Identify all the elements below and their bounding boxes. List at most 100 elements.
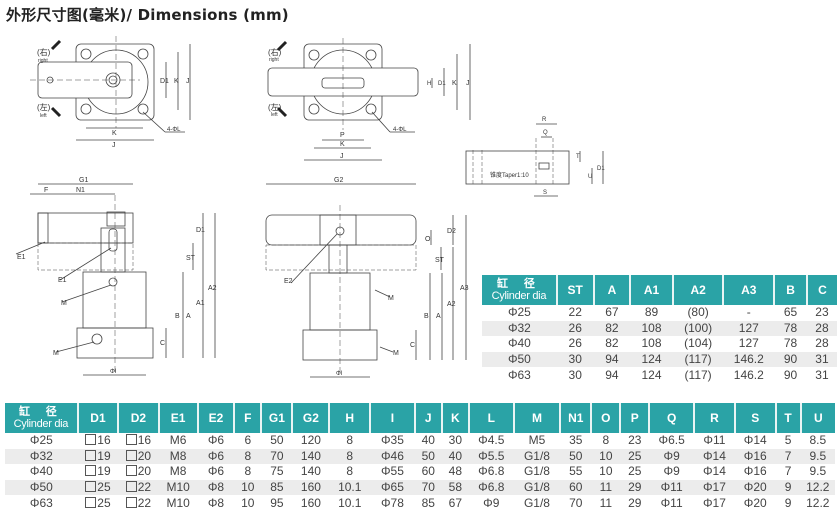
cell-o: 8 [602,433,610,448]
cell-m: M5 [528,433,546,448]
dimension-drawings: (右) right (左) left D1 K J K J 4-ΦL (右) r… [15,36,605,378]
cell-f: 10 [234,479,262,496]
left-label-en-1: left [40,113,47,119]
cell-e2: Φ8 [197,479,235,496]
dim-label: G1 [79,177,88,184]
cell-j: 85 [421,495,435,510]
cell-q: Φ9 [663,464,680,479]
cell-f: 8 [244,464,252,479]
cell-p: 29 [628,495,642,510]
column-header: R [694,403,736,433]
cell-m: G1/8 [513,448,561,465]
cell-k: 40 [441,448,469,465]
cell-t: 7 [784,464,792,479]
cell-t: 9 [775,479,801,496]
dim-label: H [427,81,431,87]
cell-value: 22 [137,480,152,495]
square-section-icon [85,449,97,461]
column-header: A1 [630,275,674,305]
cell-m: G1/8 [523,495,550,510]
cell-d1: 19 [78,464,118,480]
dim-label: S [543,190,547,196]
dim-label: A [436,313,441,320]
cell-a1: 89 [644,305,659,320]
cell-a3: 127 [723,320,775,337]
cell-cylinder-dia: Φ50 [482,351,557,368]
dim-label: A3 [460,285,469,292]
dim-label: A1 [196,300,205,307]
cell-d1: 16 [78,433,118,449]
right-label-cn-1: (右) [37,47,51,57]
dim-label: K [452,80,457,87]
side-view-left [15,183,216,376]
cell-cylinder-dia: Φ40 [29,464,53,479]
cell-u: 9.5 [809,464,827,479]
header-cylinder-dia: 缸 径 Cylinder dia [482,275,558,305]
left-label-cn-2: (左) [268,102,282,112]
dim-label: M [61,300,67,307]
cell-t: 9 [784,495,792,510]
cell-s: Φ20 [734,479,776,496]
cell-n1: 55 [569,464,583,479]
cell-e1: M8 [169,464,187,479]
cell-s: Φ20 [743,495,767,510]
dim-label: Q [543,130,548,136]
dim-label: A2 [208,285,217,292]
cell-h: 8 [329,448,371,465]
column-header: L [468,403,515,433]
cell-h: 8 [346,464,354,479]
cell-e2: Φ6 [207,433,225,448]
cell-s: Φ16 [743,464,767,479]
cell-t: 7 [775,448,801,465]
cell-g1: 75 [270,464,284,479]
cell-n1: 35 [569,433,583,448]
cell-a1: 124 [630,351,673,368]
table-header-row: 缸 径 Cylinder dia ST A A1 A2 A3 B C [482,275,837,305]
cell-a2: (117) [684,367,712,382]
column-header: A3 [723,275,776,305]
cell-value: 19 [97,464,111,479]
cell-c: 31 [815,367,829,382]
dim-label: D1 [160,78,169,85]
header-cn: 缸 径 [18,404,63,418]
column-header: A2 [672,275,725,305]
cell-a3: - [746,305,751,320]
cell-c: 23 [815,305,829,320]
cell-o: 10 [591,448,621,465]
column-header: H [329,403,372,433]
cell-g1: 85 [261,479,293,496]
cell-u: 12.2 [800,479,835,496]
cell-n1: 70 [569,495,583,510]
column-header: K [441,403,470,433]
cell-l: Φ4.5 [478,433,505,448]
dim-label: G2 [334,177,343,184]
dim-label: D1 [438,81,446,87]
column-header: G2 [292,403,331,433]
column-header: N1 [560,403,593,433]
cell-r: Φ14 [702,464,726,479]
column-header: B [774,275,808,305]
dim-label: K [174,78,179,85]
cell-value: 16 [137,433,152,448]
cell-a: 67 [605,305,619,320]
cell-value: 25 [97,480,111,495]
cell-e2: Φ8 [207,495,225,510]
dim-label: J [186,78,190,85]
cell-i: Φ78 [380,495,404,510]
cell-m: G1/8 [513,479,561,496]
dim-label: U [588,174,592,180]
cell-k: 48 [448,464,463,479]
cell-a2: (117) [672,351,724,368]
cell-a3: 146.2 [733,367,764,382]
left-label-en-2: left [271,112,278,118]
dim-label: B [175,313,180,320]
cell-k: 58 [441,479,469,496]
column-header: Q [649,403,696,433]
column-header: J [414,403,443,433]
right-label-en-1: right [38,58,48,64]
cell-b: 90 [774,351,807,368]
